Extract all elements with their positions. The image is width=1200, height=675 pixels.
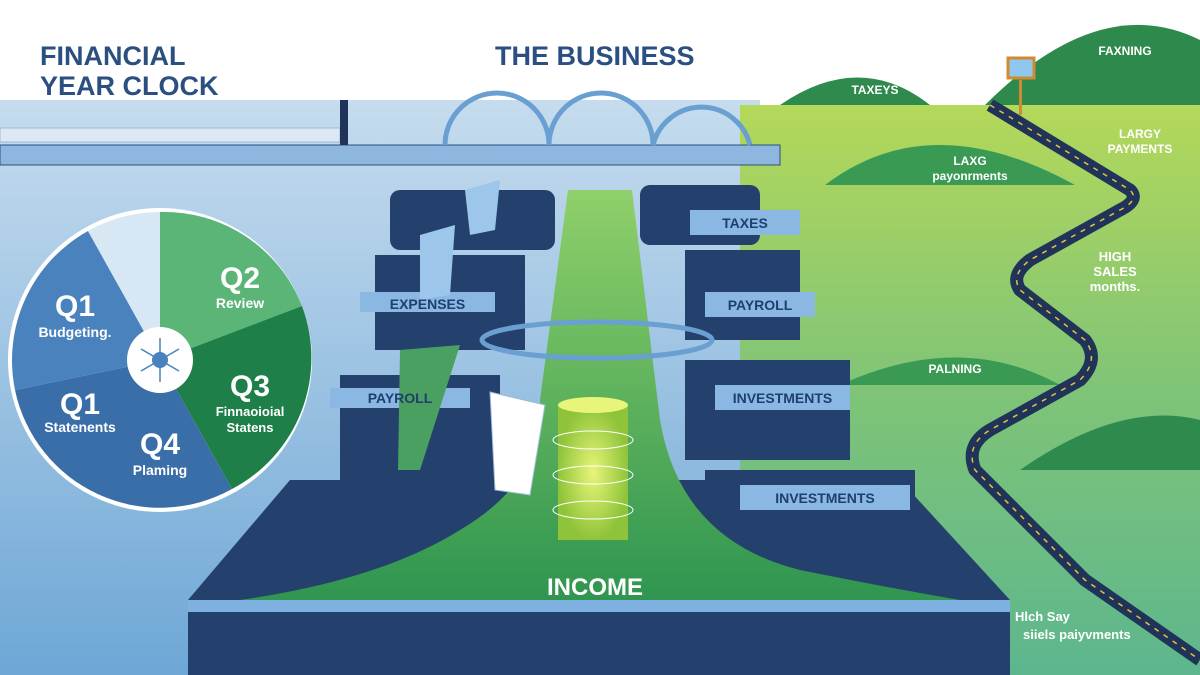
business-title: THE BUSINESS bbox=[495, 41, 695, 71]
tier-taxes: TAXES bbox=[722, 215, 768, 231]
q4-quarter: Q4 bbox=[139, 428, 181, 461]
q2-quarter: Q2 bbox=[219, 262, 261, 295]
tier-investments-1: INVESTMENTS bbox=[732, 390, 833, 406]
income-river bbox=[240, 190, 960, 600]
year-clock bbox=[8, 208, 312, 512]
q3-label-line1: Finnaoioial bbox=[215, 404, 285, 419]
income-cylinder bbox=[558, 405, 628, 540]
hill-palning-label: PALNING bbox=[928, 362, 982, 376]
q2-label: Review bbox=[215, 295, 265, 311]
q3-label-line2: Statens bbox=[226, 420, 274, 435]
hill-faxning-label: FAXNING bbox=[1098, 44, 1152, 58]
hill-faxning bbox=[985, 24, 1200, 105]
tier-investments-2: INVESTMENTS bbox=[775, 490, 875, 506]
q4-label: Plaming bbox=[132, 462, 188, 478]
tier-payroll-right: PAYROLL bbox=[727, 297, 793, 313]
hill-palning bbox=[840, 357, 1060, 385]
q1-statements-quarter: Q1 bbox=[59, 388, 101, 421]
segment-q2 bbox=[160, 211, 302, 360]
hill-taxeys bbox=[780, 77, 930, 105]
q1-budget-label: Budgeting. bbox=[38, 324, 112, 340]
arches bbox=[442, 90, 753, 146]
largy-line1: LARGY bbox=[1119, 127, 1161, 141]
segment-q3 bbox=[160, 306, 312, 489]
bottom-line2: siiels paiyvments bbox=[1023, 627, 1131, 642]
q1-budget-quarter: Q1 bbox=[54, 290, 96, 323]
laxg-line1: LAXG bbox=[953, 154, 987, 168]
clock-title-line1: FINANCIAL bbox=[40, 41, 186, 71]
high-line2: SALES bbox=[1093, 264, 1137, 279]
segment-q1 bbox=[11, 231, 160, 390]
largy-line2: PAYMENTS bbox=[1107, 142, 1173, 156]
income-label: INCOME bbox=[547, 574, 643, 601]
high-line3: months. bbox=[1089, 279, 1141, 294]
hill-taxeys-label: TAXEYS bbox=[851, 83, 899, 97]
sign-icon bbox=[1006, 56, 1036, 80]
high-line1: HIGH bbox=[1098, 249, 1132, 264]
segment-q4 bbox=[15, 360, 232, 508]
q1-statements-label: Statenents bbox=[44, 419, 116, 435]
tier-payroll-left: PAYROLL bbox=[367, 390, 433, 406]
q3-quarter: Q3 bbox=[229, 370, 271, 403]
laxg-line2: payonrments bbox=[932, 169, 1008, 183]
document-icon bbox=[489, 391, 546, 496]
tier-expenses: EXPENSES bbox=[389, 296, 466, 312]
clock-title-line2: YEAR CLOCK bbox=[40, 71, 219, 101]
bottom-line1: Hlch Say bbox=[1015, 609, 1070, 624]
hill-laxg bbox=[825, 145, 1075, 185]
